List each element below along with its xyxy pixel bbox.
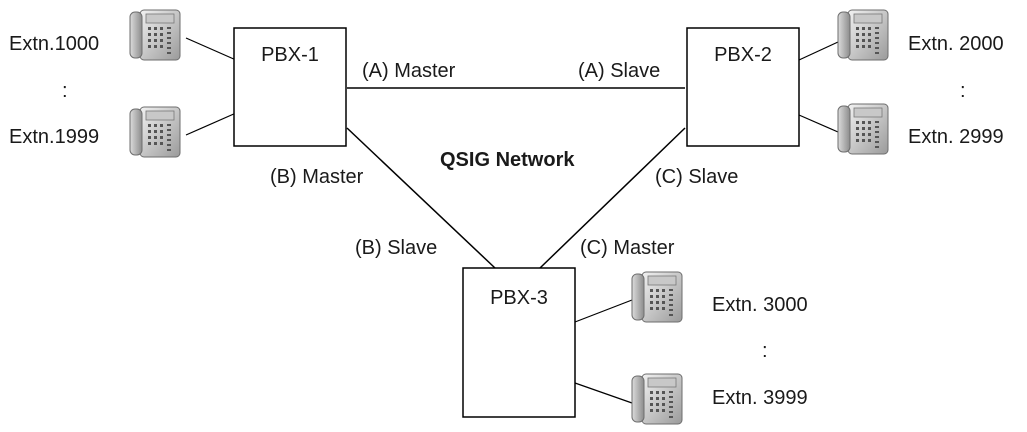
extension-2999-label: Extn. 2999	[908, 126, 1004, 148]
link-b-master-label: (B) Master	[270, 166, 364, 188]
phone-line-1000	[185, 37, 237, 61]
extension-3999-label: Extn. 3999	[712, 387, 808, 409]
link-c	[539, 127, 686, 269]
extension-1000-label: Extn.1000	[9, 33, 99, 55]
extension-2000-label: Extn. 2000	[908, 33, 1004, 55]
phone-line-3000	[574, 299, 633, 323]
link-b	[346, 127, 496, 269]
desk-phone-icon	[631, 373, 683, 425]
extension-3000-label: Extn. 3000	[712, 294, 808, 316]
desk-phone-icon	[129, 9, 181, 61]
link-a-master-label: (A) Master	[362, 60, 456, 82]
desk-phone-icon	[631, 271, 683, 323]
pbx-2-box	[686, 27, 800, 147]
desk-phone-icon	[837, 103, 889, 155]
ellipsis-pbx3: :	[762, 340, 768, 362]
link-b-slave-label: (B) Slave	[355, 237, 437, 259]
phone-line-1999	[185, 112, 237, 136]
ellipsis-pbx2: :	[960, 80, 966, 102]
pbx-1-label: PBX-1	[261, 44, 319, 66]
link-c-slave-label: (C) Slave	[655, 166, 738, 188]
phone-line-2000	[798, 41, 839, 61]
pbx-3-label: PBX-3	[490, 287, 548, 309]
ellipsis-pbx1: :	[62, 80, 68, 102]
extension-1999-label: Extn.1999	[9, 126, 99, 148]
desk-phone-icon	[129, 106, 181, 158]
phone-line-2999	[798, 114, 839, 133]
pbx-3-box	[462, 267, 576, 418]
phone-line-3999	[574, 382, 633, 404]
desk-phone-icon	[837, 9, 889, 61]
pbx-2-label: PBX-2	[714, 44, 772, 66]
link-a-slave-label: (A) Slave	[578, 60, 660, 82]
link-c-master-label: (C) Master	[580, 237, 675, 259]
network-title: QSIG Network	[440, 149, 575, 171]
pbx-1-box	[233, 27, 347, 147]
